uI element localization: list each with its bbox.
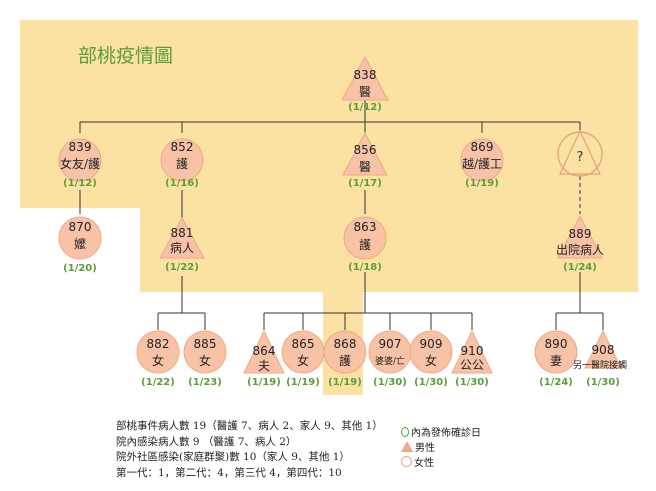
node-870-role: 嬤 [74,236,86,251]
node-865-id: 865 [292,337,315,351]
node-839-id: 839 [69,140,92,154]
node-885-date: (1/23) [188,377,222,388]
node-890-role: 妻 [550,354,562,368]
legend-item-date: 內為發佈確診日 [401,424,481,439]
node-889-shape [557,214,603,259]
node-868-shape [323,330,367,374]
node-889-date: (1/24) [563,262,597,273]
node-907-id: 907 [379,337,402,351]
case-summary: 部桃事件病人數 19（醫護 7、病人 2、家人 9、其他 1） 院內感染病人數 … [116,419,383,481]
node-885-id: 885 [194,337,217,351]
node-839-role: 女友/護 [60,156,100,171]
node-839-shape [58,138,102,182]
diagram-title: 部桃疫情圖 [78,45,173,67]
summary-generations: 第一代：1，第二代：4，第三代 4，第四代：10 [116,466,342,479]
node-856-role: 醫 [359,160,371,174]
node-869-role: 越/護工 [462,156,502,171]
node-868-role: 護 [339,353,351,368]
summary-total: 部桃事件病人數 19（醫護 7、病人 2、家人 9、其他 1） [116,420,383,432]
node-909-role: 女 [425,353,437,368]
node-870-id: 870 [69,220,92,234]
node-856-date: (1/17) [348,178,382,189]
summary-community: 院外社區感染(家庭群聚)數 10（家人 9、其他 1） [116,451,350,463]
node-864-id: 864 [253,344,276,358]
node-863-role: 護 [359,237,371,252]
highlight-region [20,20,638,292]
node-868-date: (1/19) [328,377,362,388]
node-882-date: (1/22) [141,377,175,388]
node-852-date: (1/16) [165,178,199,189]
node-838-shape [341,55,389,101]
node-882-role: 女 [152,353,164,368]
node-881-date: (1/22) [165,262,199,273]
node-852-id: 852 [171,140,194,154]
node-908-id: 908 [592,343,615,357]
node-885-shape [183,330,227,374]
node-869-shape [460,138,504,182]
node-881-id: 881 [171,226,194,240]
node-910-shape [451,329,493,374]
node-890-id: 890 [545,337,568,351]
node-838-id: 838 [354,68,377,82]
node-889-id: 889 [569,227,592,241]
node-908-role: 另一醫院接觸 [573,359,627,371]
legend-label-date: 內為發佈確診日 [411,428,481,439]
node-863-shape [343,216,387,260]
node-910-id: 910 [461,344,484,358]
node-869-id: 869 [471,140,494,154]
node-907-date: (1/30) [373,377,407,388]
node-865-role: 女 [297,353,309,368]
legend-item-female: 女性 [401,454,481,469]
node-863-date: (1/18) [348,262,382,273]
node-856-shape [342,131,388,176]
node-856-id: 856 [354,143,377,157]
node-909-id: 909 [420,337,443,351]
node-882-id: 882 [147,337,170,351]
node-908-shape [584,329,622,369]
node-864-shape [243,329,285,374]
node-852-role: 護 [176,156,188,171]
node-910-date: (1/30) [455,377,489,388]
node-882-shape [136,330,180,374]
node-869-date: (1/19) [465,178,499,189]
node-890-date: (1/24) [539,377,573,388]
circle-icon [401,456,412,467]
node-838-role: 醫 [359,85,371,99]
node-838-date: (1/12) [348,102,382,113]
node-868-id: 868 [334,337,357,351]
node-unknown-mark: ? [577,150,584,165]
legend: 內為發佈確診日 男性 女性 [401,424,481,469]
node-890-shape [534,330,578,374]
node-909-shape [409,330,453,374]
legend-label-female: 女性 [414,458,434,469]
legend-label-male: 男性 [415,443,435,454]
node-885-role: 女 [199,353,211,368]
node-881-role: 病人 [170,240,194,255]
node-907-role: 婆婆/亡 [375,355,405,367]
node-908-date: (1/30) [586,377,620,388]
node-863-id: 863 [354,220,377,234]
open-circle-icon [401,426,409,437]
node-864-role: 夫 [258,359,270,373]
node-910-role: 公公 [460,358,484,372]
node-864-date: (1/19) [247,377,281,388]
node-870-date: (1/20) [63,263,97,274]
node-881-shape [159,216,205,259]
node-909-date: (1/30) [414,377,448,388]
node-865-date: (1/19) [286,377,320,388]
node-852-shape [160,138,204,182]
connector-lines [79,100,604,330]
node-889-role: 出院病人 [556,242,604,257]
node-shapes [58,55,622,374]
node-870-shape [58,216,102,260]
summary-in-hospital: 院內感染病人數 9 （醫護 7、病人 2） [116,435,297,448]
node-839-date: (1/12) [63,178,97,189]
node-unknown-triangle [559,129,601,175]
node-labels: 838 醫 (1/12) 839 女友/護 (1/12) 852 護 (1/16… [60,68,627,388]
triangle-icon [401,441,413,452]
legend-item-male: 男性 [401,439,481,454]
